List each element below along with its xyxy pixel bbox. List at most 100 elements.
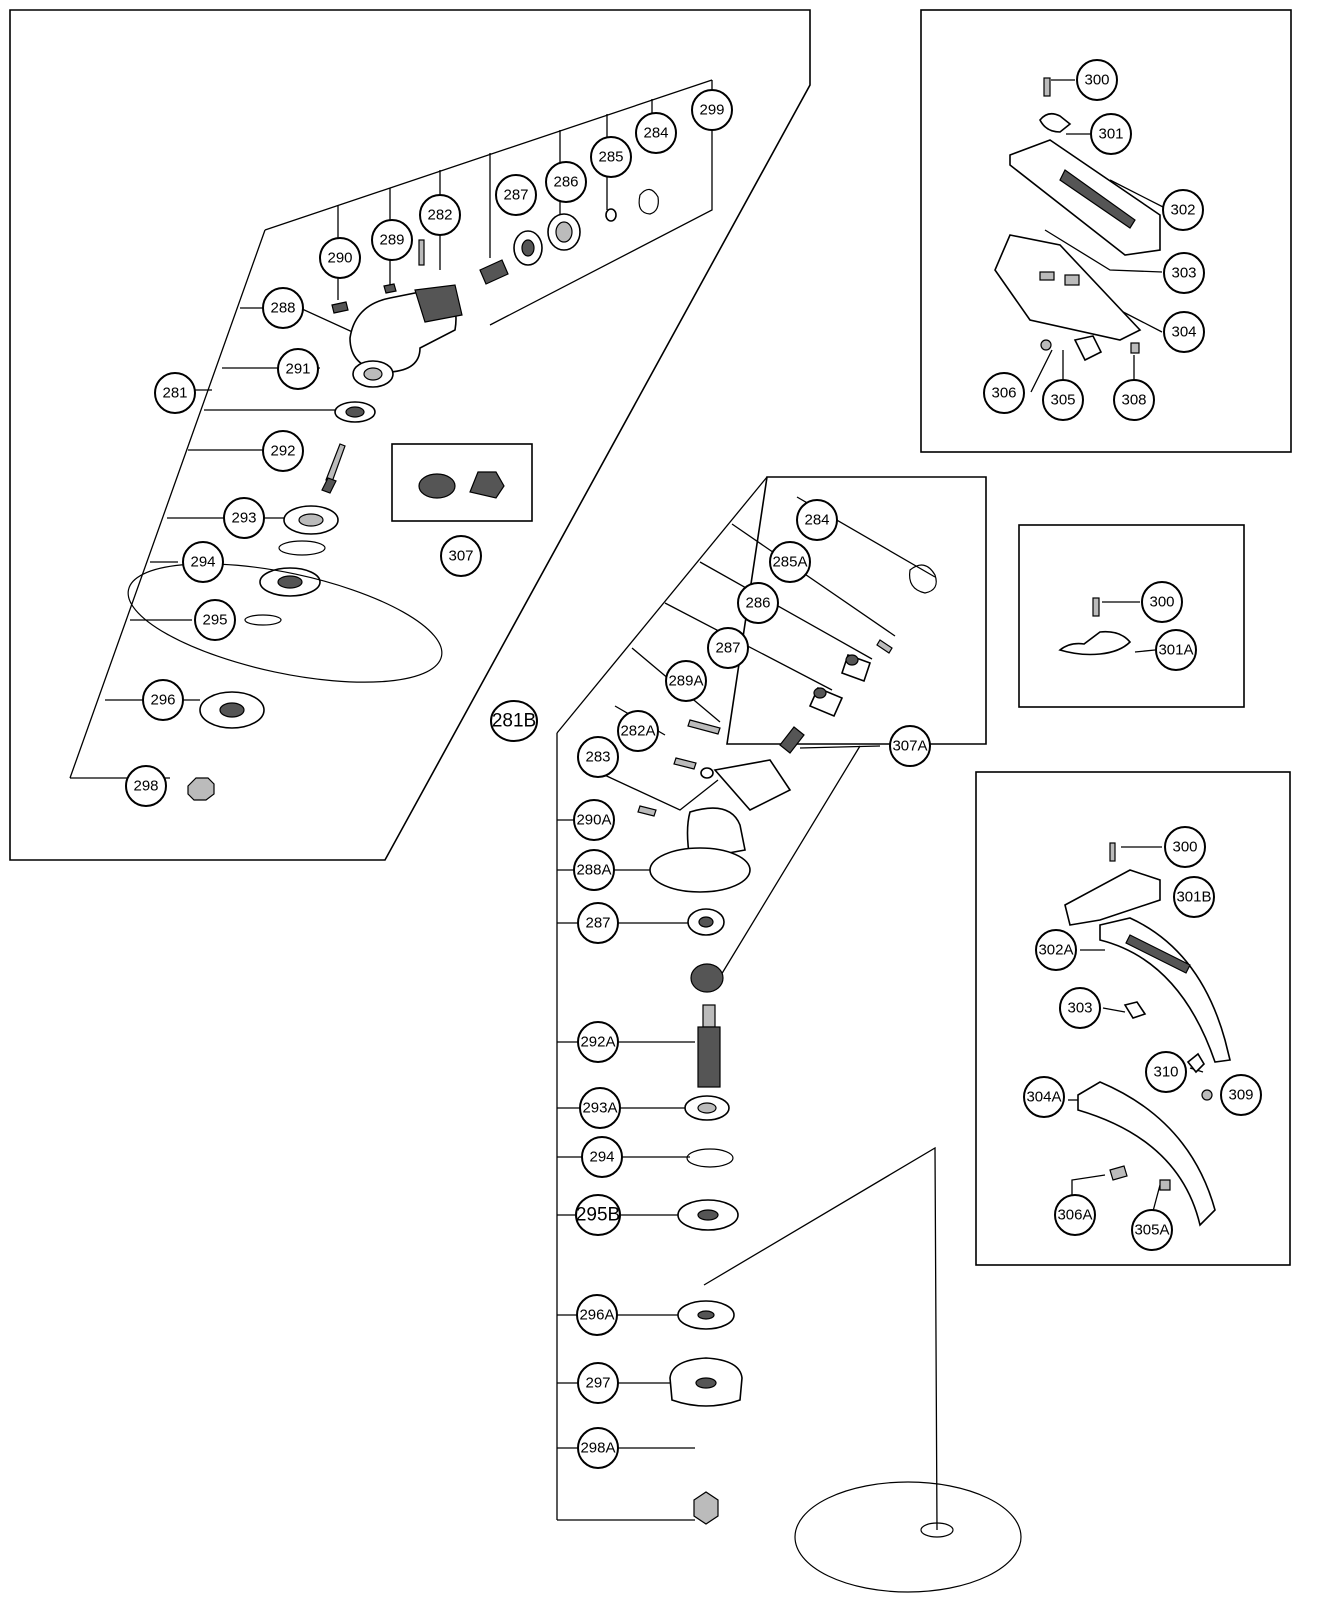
cutting-blade-part	[127, 563, 443, 683]
callout-299: 299	[691, 89, 733, 131]
svg-text:302A: 302A	[1038, 942, 1073, 959]
callout-300-c: 300	[1141, 581, 1183, 623]
svg-text:290: 290	[327, 250, 352, 267]
guard-plate-part	[994, 234, 1142, 341]
callout-298: 298	[125, 765, 167, 807]
svg-text:295B: 295B	[576, 1205, 620, 1226]
svg-text:308: 308	[1121, 392, 1146, 409]
callout-292A: 292A	[577, 1021, 619, 1063]
callout-297: 297	[577, 1362, 619, 1404]
callout-290A: 290A	[573, 799, 615, 841]
svg-text:307: 307	[448, 548, 473, 565]
svg-text:309: 309	[1228, 1087, 1253, 1104]
callout-285A: 285A	[769, 541, 811, 583]
callout-283: 283	[577, 736, 619, 778]
callout-281B: 281B	[490, 700, 538, 742]
callout-302: 302	[1162, 189, 1204, 231]
section-a-leaders	[69, 79, 713, 779]
svg-text:306A: 306A	[1057, 1207, 1092, 1224]
svg-text:282: 282	[427, 207, 452, 224]
svg-text:285: 285	[598, 149, 623, 166]
callout-289A: 289A	[665, 660, 707, 702]
callout-290: 290	[319, 237, 361, 279]
svg-text:303: 303	[1171, 265, 1196, 282]
svg-text:297: 297	[585, 1375, 610, 1392]
callout-294-d: 294	[581, 1136, 623, 1178]
svg-text:300: 300	[1084, 72, 1109, 89]
callout-310: 310	[1145, 1051, 1187, 1093]
svg-text:305A: 305A	[1134, 1222, 1169, 1239]
section-e-parts	[1064, 842, 1231, 1227]
svg-text:298: 298	[133, 778, 158, 795]
svg-text:284: 284	[643, 125, 668, 142]
svg-text:294: 294	[589, 1149, 614, 1166]
svg-text:290A: 290A	[576, 812, 611, 829]
guard-plate-part-e	[1077, 1081, 1216, 1227]
callout-309: 309	[1220, 1074, 1262, 1116]
frame-bevel-gear-set	[391, 443, 533, 522]
section-c-parts	[1058, 597, 1156, 656]
callout-282: 282	[419, 194, 461, 236]
frame-guard-assembly-e	[975, 771, 1291, 1266]
svg-text:286: 286	[745, 595, 770, 612]
svg-text:281: 281	[162, 385, 187, 402]
callout-306A: 306A	[1054, 1194, 1096, 1236]
callout-285: 285	[590, 136, 632, 178]
svg-text:281B: 281B	[492, 711, 536, 732]
callout-291: 291	[277, 348, 319, 390]
svg-text:301B: 301B	[1176, 889, 1211, 906]
frame-guard-assembly-b	[920, 9, 1292, 453]
svg-text:284: 284	[804, 512, 829, 529]
callout-281: 281	[154, 372, 196, 414]
callout-286-d: 286	[737, 582, 779, 624]
svg-text:283: 283	[585, 749, 610, 766]
callout-307A: 307A	[889, 725, 931, 767]
svg-text:304: 304	[1171, 324, 1196, 341]
svg-text:303: 303	[1067, 1000, 1092, 1017]
svg-text:287: 287	[715, 640, 740, 657]
svg-text:288A: 288A	[576, 862, 611, 879]
svg-text:292A: 292A	[580, 1034, 615, 1051]
callout-293A: 293A	[579, 1087, 621, 1129]
svg-text:295: 295	[202, 612, 227, 629]
cutting-disc-part	[794, 1481, 1022, 1593]
callout-301: 301	[1090, 113, 1132, 155]
callout-303-e: 303	[1059, 987, 1101, 1029]
callout-298A: 298A	[577, 1427, 619, 1469]
svg-text:305: 305	[1050, 392, 1075, 409]
svg-text:293A: 293A	[582, 1100, 617, 1117]
svg-text:296: 296	[150, 692, 175, 709]
svg-text:296A: 296A	[579, 1307, 614, 1324]
section-d-parts	[637, 564, 1022, 1593]
svg-text:307A: 307A	[892, 738, 927, 755]
callout-305: 305	[1042, 379, 1084, 421]
callout-284-d: 284	[796, 499, 838, 541]
callout-308: 308	[1113, 379, 1155, 421]
callout-286: 286	[545, 161, 587, 203]
frame-guard-bracket-c	[1018, 524, 1245, 708]
callout-287b-d: 287	[577, 902, 619, 944]
svg-text:292: 292	[270, 443, 295, 460]
svg-text:300: 300	[1149, 594, 1174, 611]
gear-case-housing-part	[713, 759, 792, 811]
callout-296: 296	[142, 679, 184, 721]
section-b-parts	[994, 77, 1166, 393]
svg-text:287: 287	[585, 915, 610, 932]
svg-text:299: 299	[699, 102, 724, 119]
callout-295B: 295B	[575, 1194, 621, 1236]
svg-text:310: 310	[1153, 1064, 1178, 1081]
callout-307: 307	[440, 535, 482, 577]
svg-text:286: 286	[553, 174, 578, 191]
callout-288A: 288A	[573, 849, 615, 891]
svg-text:294: 294	[190, 554, 215, 571]
svg-text:288: 288	[270, 300, 295, 317]
svg-text:304A: 304A	[1026, 1089, 1061, 1106]
section-a-parts	[127, 188, 659, 801]
callout-301B: 301B	[1173, 876, 1215, 918]
callout-287-d: 287	[707, 627, 749, 669]
guard-cover-part-e	[1099, 917, 1231, 1063]
callout-282A: 282A	[617, 710, 659, 752]
callout-306: 306	[983, 372, 1025, 414]
callout-301A: 301A	[1155, 629, 1197, 671]
